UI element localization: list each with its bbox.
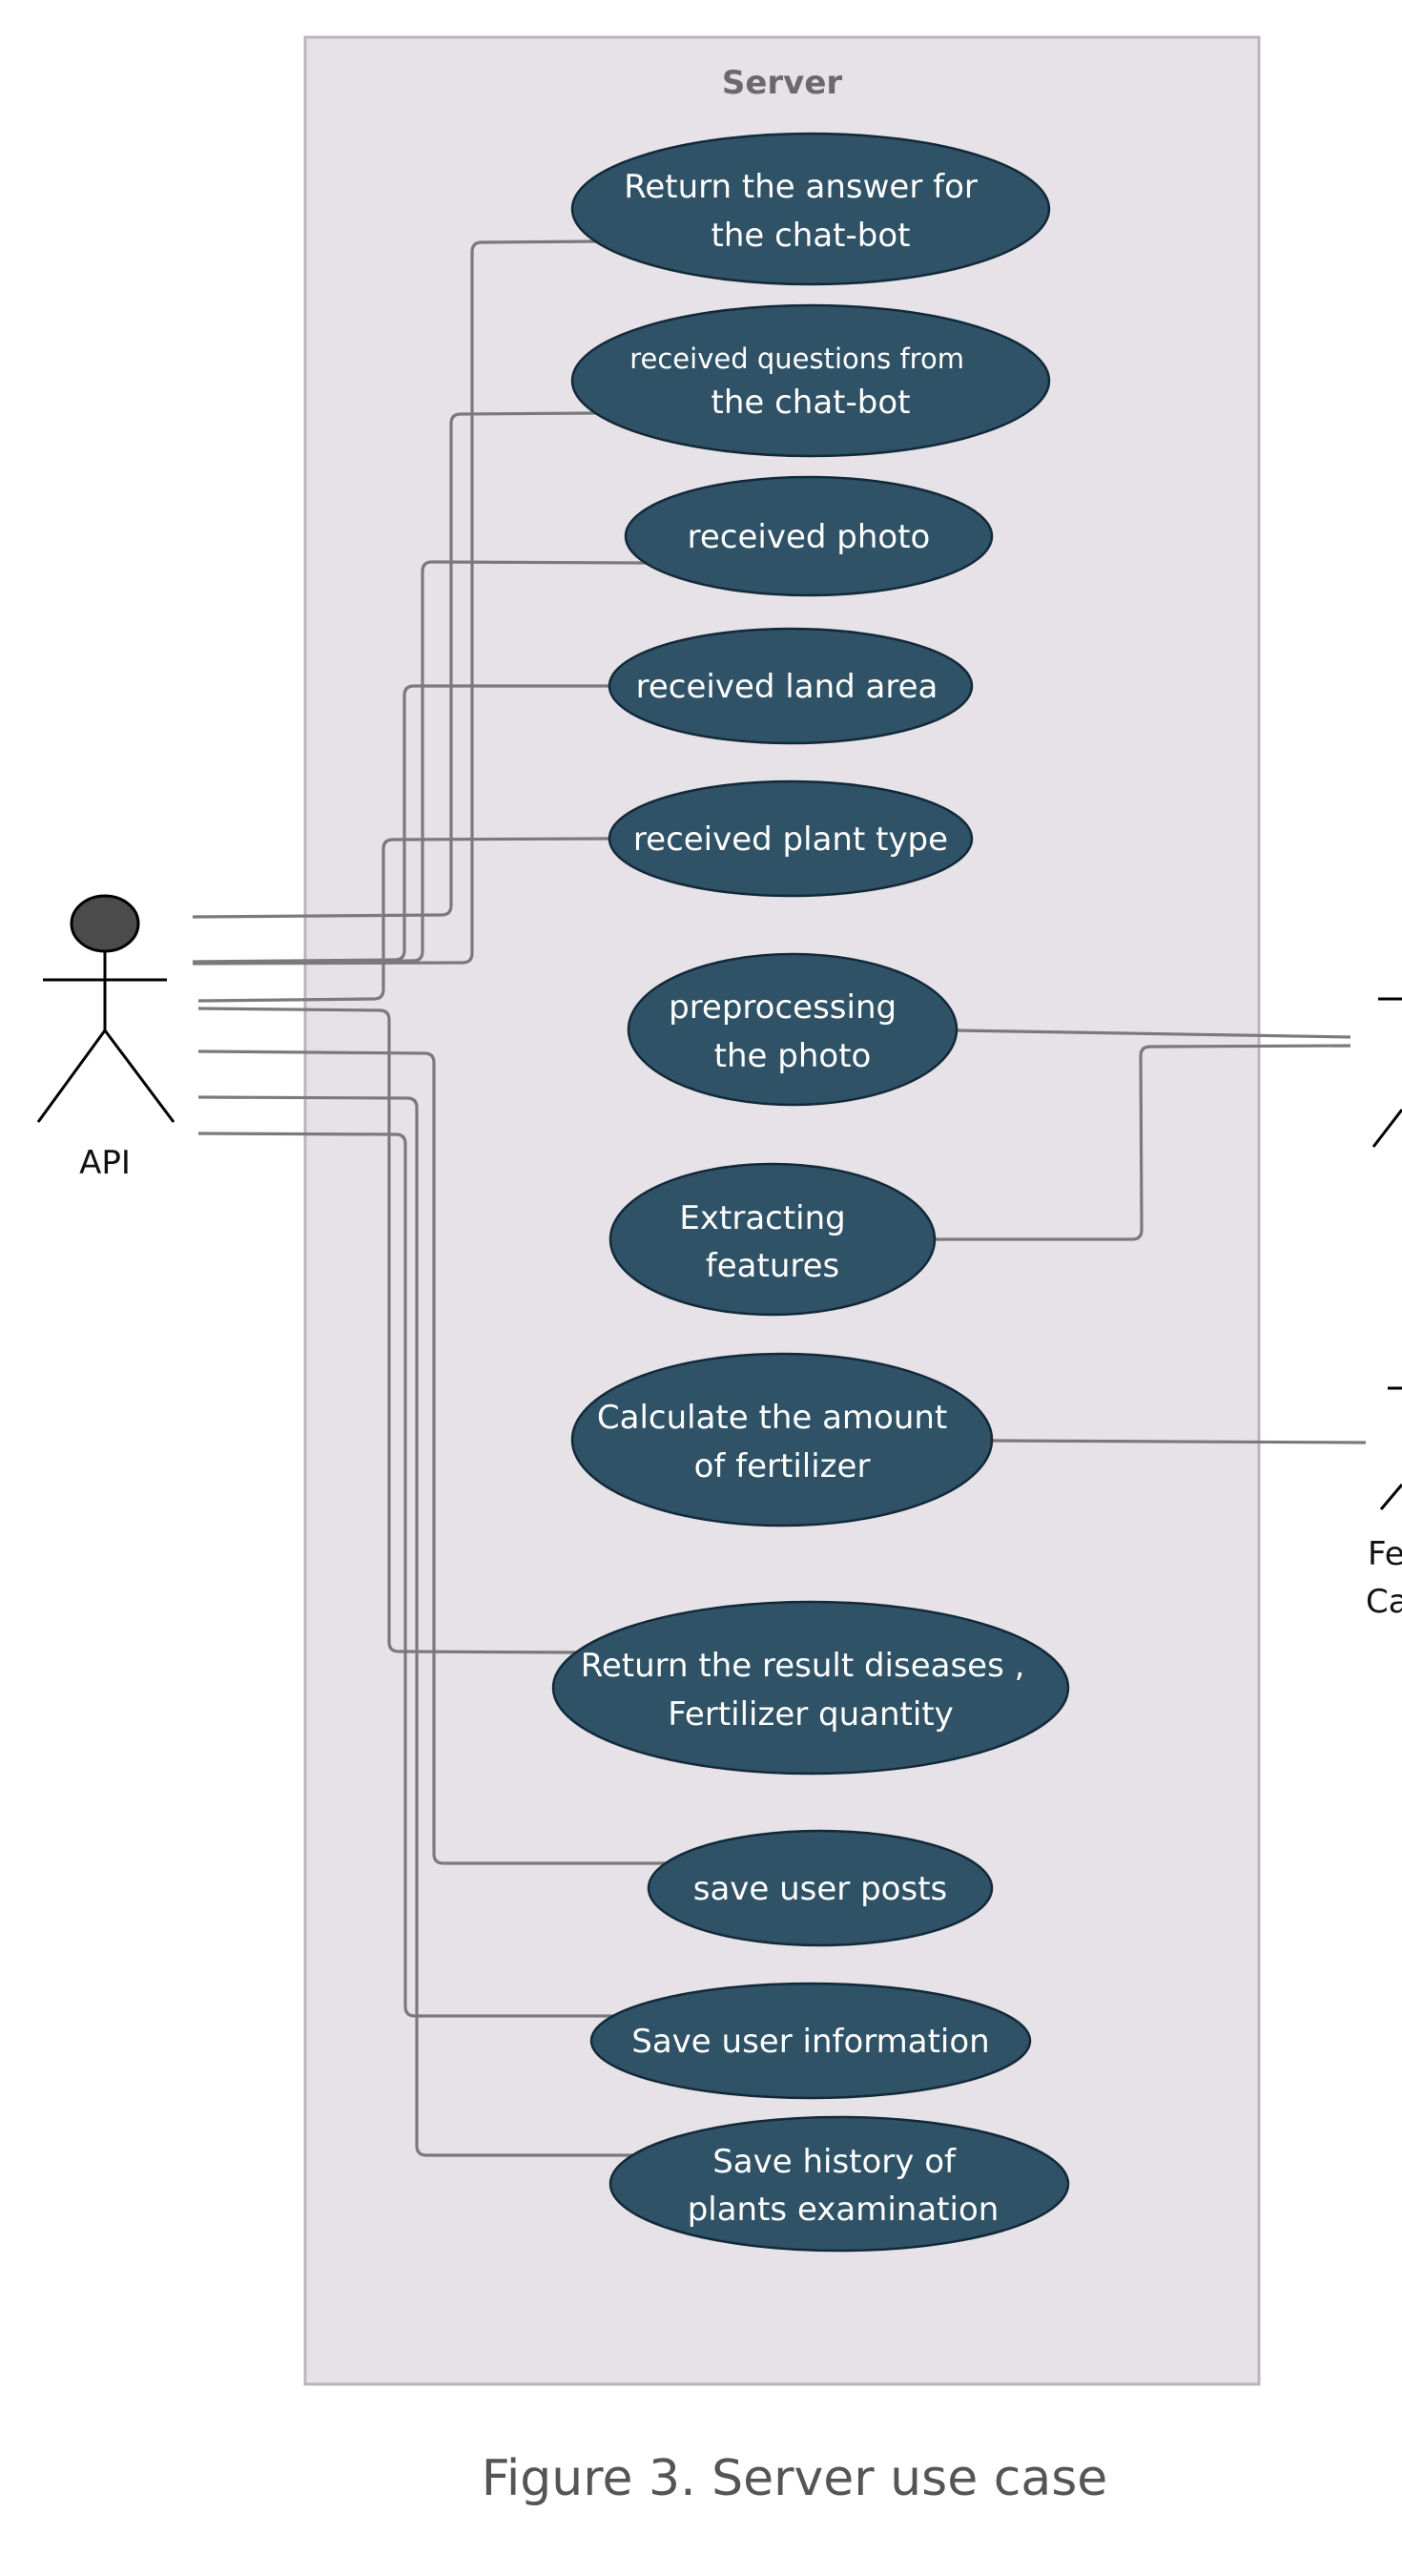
right-actor-label-line1: Fe bbox=[1368, 1535, 1402, 1573]
link-save-history bbox=[197, 1095, 637, 2157]
use-case-label: received land area bbox=[636, 668, 938, 706]
use-case-label: Calculate the amount of fertilizer bbox=[597, 1399, 958, 1485]
use-case-label: save user posts bbox=[693, 1870, 948, 1908]
link-calculate bbox=[991, 1439, 1367, 1444]
right-actor-top bbox=[1371, 997, 1402, 1148]
use-case-label: preprocessing the photo bbox=[669, 988, 907, 1075]
api-actor-label: API bbox=[79, 1144, 131, 1182]
figure-caption: Figure 3. Server use case bbox=[482, 2450, 1108, 2507]
connectors bbox=[192, 239, 1367, 2157]
use-case-calculate: Calculate the amount of fertilizer bbox=[570, 1352, 994, 1527]
link-received-land-area bbox=[192, 684, 611, 964]
link-save-user-info bbox=[197, 1132, 617, 2018]
link-return-result bbox=[197, 1007, 581, 1654]
use-case-label: Save user information bbox=[631, 2023, 989, 2061]
use-case-received-plant-type: received plant type bbox=[608, 779, 974, 898]
link-extracting bbox=[935, 1044, 1351, 1241]
use-case-save-posts: save user posts bbox=[647, 1829, 994, 1947]
link-save-posts bbox=[197, 1049, 666, 1865]
use-case-label: Return the result diseases , Fertilizer … bbox=[581, 1647, 1036, 1734]
use-case-received-photo: received photo bbox=[624, 475, 994, 597]
use-case-return-result: Return the result diseases , Fertilizer … bbox=[551, 1600, 1070, 1776]
api-actor-head bbox=[70, 894, 140, 953]
server-boundary-title: Server bbox=[722, 64, 843, 102]
api-actor: API bbox=[36, 894, 175, 1182]
link-preprocessing bbox=[956, 1028, 1351, 1039]
link-received-questions bbox=[192, 411, 598, 919]
use-case-received-land-area: received land area bbox=[608, 627, 974, 745]
link-return-answer bbox=[192, 239, 598, 966]
right-actor-bottom: Fe Ca bbox=[1366, 1386, 1402, 1621]
use-case-label: received questions from the chat-bot bbox=[629, 339, 975, 422]
use-case-label: received plant type bbox=[633, 821, 948, 859]
use-case-preprocessing: preprocessing the photo bbox=[627, 952, 959, 1107]
use-case-label: received photo bbox=[688, 518, 931, 556]
use-case-save-history: Save history of plants examination bbox=[608, 2115, 1070, 2253]
api-actor-body bbox=[36, 951, 175, 1123]
use-case-return-answer: Return the answer for the chat-bot bbox=[570, 132, 1051, 286]
use-case-save-user-info: Save user information bbox=[589, 1982, 1032, 2100]
link-received-plant-type bbox=[197, 837, 612, 1003]
use-case-label: Extracting features bbox=[679, 1199, 856, 1285]
use-case-extracting: Extracting features bbox=[608, 1162, 937, 1317]
link-received-photo bbox=[192, 560, 648, 965]
use-case-label: Save history of plants examination bbox=[688, 2143, 1000, 2229]
use-case-received-questions: received questions from the chat-bot bbox=[570, 303, 1051, 458]
use-case-label: Return the answer for the chat-bot bbox=[624, 168, 987, 255]
right-actor-label-line2: Ca bbox=[1366, 1583, 1402, 1621]
